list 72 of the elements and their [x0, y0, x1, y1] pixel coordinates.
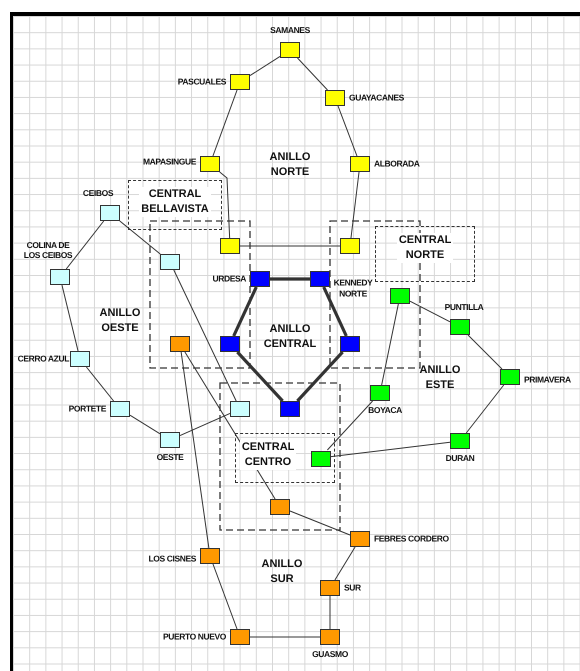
ring-link [410, 300, 450, 322]
ring-link [338, 106, 358, 156]
ring-link [290, 510, 350, 536]
ring-link [466, 384, 504, 434]
ring-link [212, 564, 238, 630]
station-label: MAPASINGUE [143, 156, 196, 168]
station-label: PUNTILLA [444, 302, 484, 313]
ring-link [180, 412, 230, 436]
ring-link [66, 220, 104, 270]
ring-link [297, 58, 328, 90]
station-square [340, 336, 360, 352]
station-label: BOYACA [368, 405, 402, 416]
station-square [270, 499, 290, 515]
station-label: PASCUALES [178, 76, 226, 88]
station-label: GUAYACANES [349, 92, 404, 104]
station-label: KENNEDY NORTE [332, 277, 374, 299]
ring-label: ANILLO SUR [260, 557, 304, 587]
station-label: SUR [344, 582, 361, 594]
ring-link [326, 400, 374, 450]
ring-link [468, 334, 502, 370]
station-square [170, 336, 190, 352]
central-office-label: CENTRAL BELLAVISTA [139, 187, 211, 217]
ring-label: ANILLO CENTRAL [262, 322, 318, 352]
station-label: PUERTO NUEVO [162, 632, 226, 642]
station-label: ALBORADA [374, 158, 420, 170]
ring-link [296, 350, 344, 402]
station-label: LOS CISNES [148, 554, 196, 564]
station-label: PRIMAVERA [524, 374, 571, 386]
ring-link [119, 220, 161, 254]
ring-link [180, 352, 210, 548]
station-square [230, 401, 250, 417]
ring-label: ANILLO NORTE [268, 150, 312, 180]
ring-link [350, 172, 360, 238]
station-label: PORTETE [68, 404, 106, 414]
ring-link [330, 442, 450, 458]
ring-link [212, 90, 238, 156]
station-label: COLINA DE LOS CEIBOS [22, 240, 74, 261]
ring-link [173, 270, 237, 402]
ring-link [334, 546, 356, 580]
station-label: CERRO AZUL [18, 354, 69, 364]
station-square [220, 336, 240, 352]
ring-link [232, 286, 258, 337]
station-square [220, 238, 240, 254]
station-label: DURAN [446, 453, 474, 464]
ring-label: ANILLO ESTE [418, 363, 462, 393]
station-label: OESTE [156, 452, 184, 463]
ring-link [322, 286, 348, 337]
central-office-box [375, 226, 475, 282]
ring-link [270, 277, 310, 281]
ring-label: ANILLO OESTE [98, 306, 142, 336]
ring-link [61, 284, 79, 352]
station-label: CEIBOS [82, 188, 114, 199]
station-label: URDESA [212, 274, 246, 284]
central-office-box [235, 433, 335, 483]
ring-link [86, 366, 114, 402]
station-square [280, 401, 300, 417]
ring-link [130, 414, 160, 434]
station-square [340, 238, 360, 254]
ring-link [250, 636, 320, 638]
station-label: SAMANES [270, 25, 310, 36]
station-label: FEBRES CORDERO [374, 534, 449, 544]
ring-link [250, 56, 280, 76]
station-square [160, 254, 180, 270]
station-square [311, 451, 331, 467]
station-label: GUASMO [312, 649, 348, 660]
central-office-label: CENTRAL NORTE [396, 233, 454, 263]
ring-link [236, 350, 284, 402]
station-square [390, 288, 410, 304]
ring-link [219, 172, 230, 238]
central-office-label: CENTRAL CENTRO [240, 440, 296, 470]
ring-link [381, 304, 399, 386]
central-office-box [128, 180, 222, 230]
